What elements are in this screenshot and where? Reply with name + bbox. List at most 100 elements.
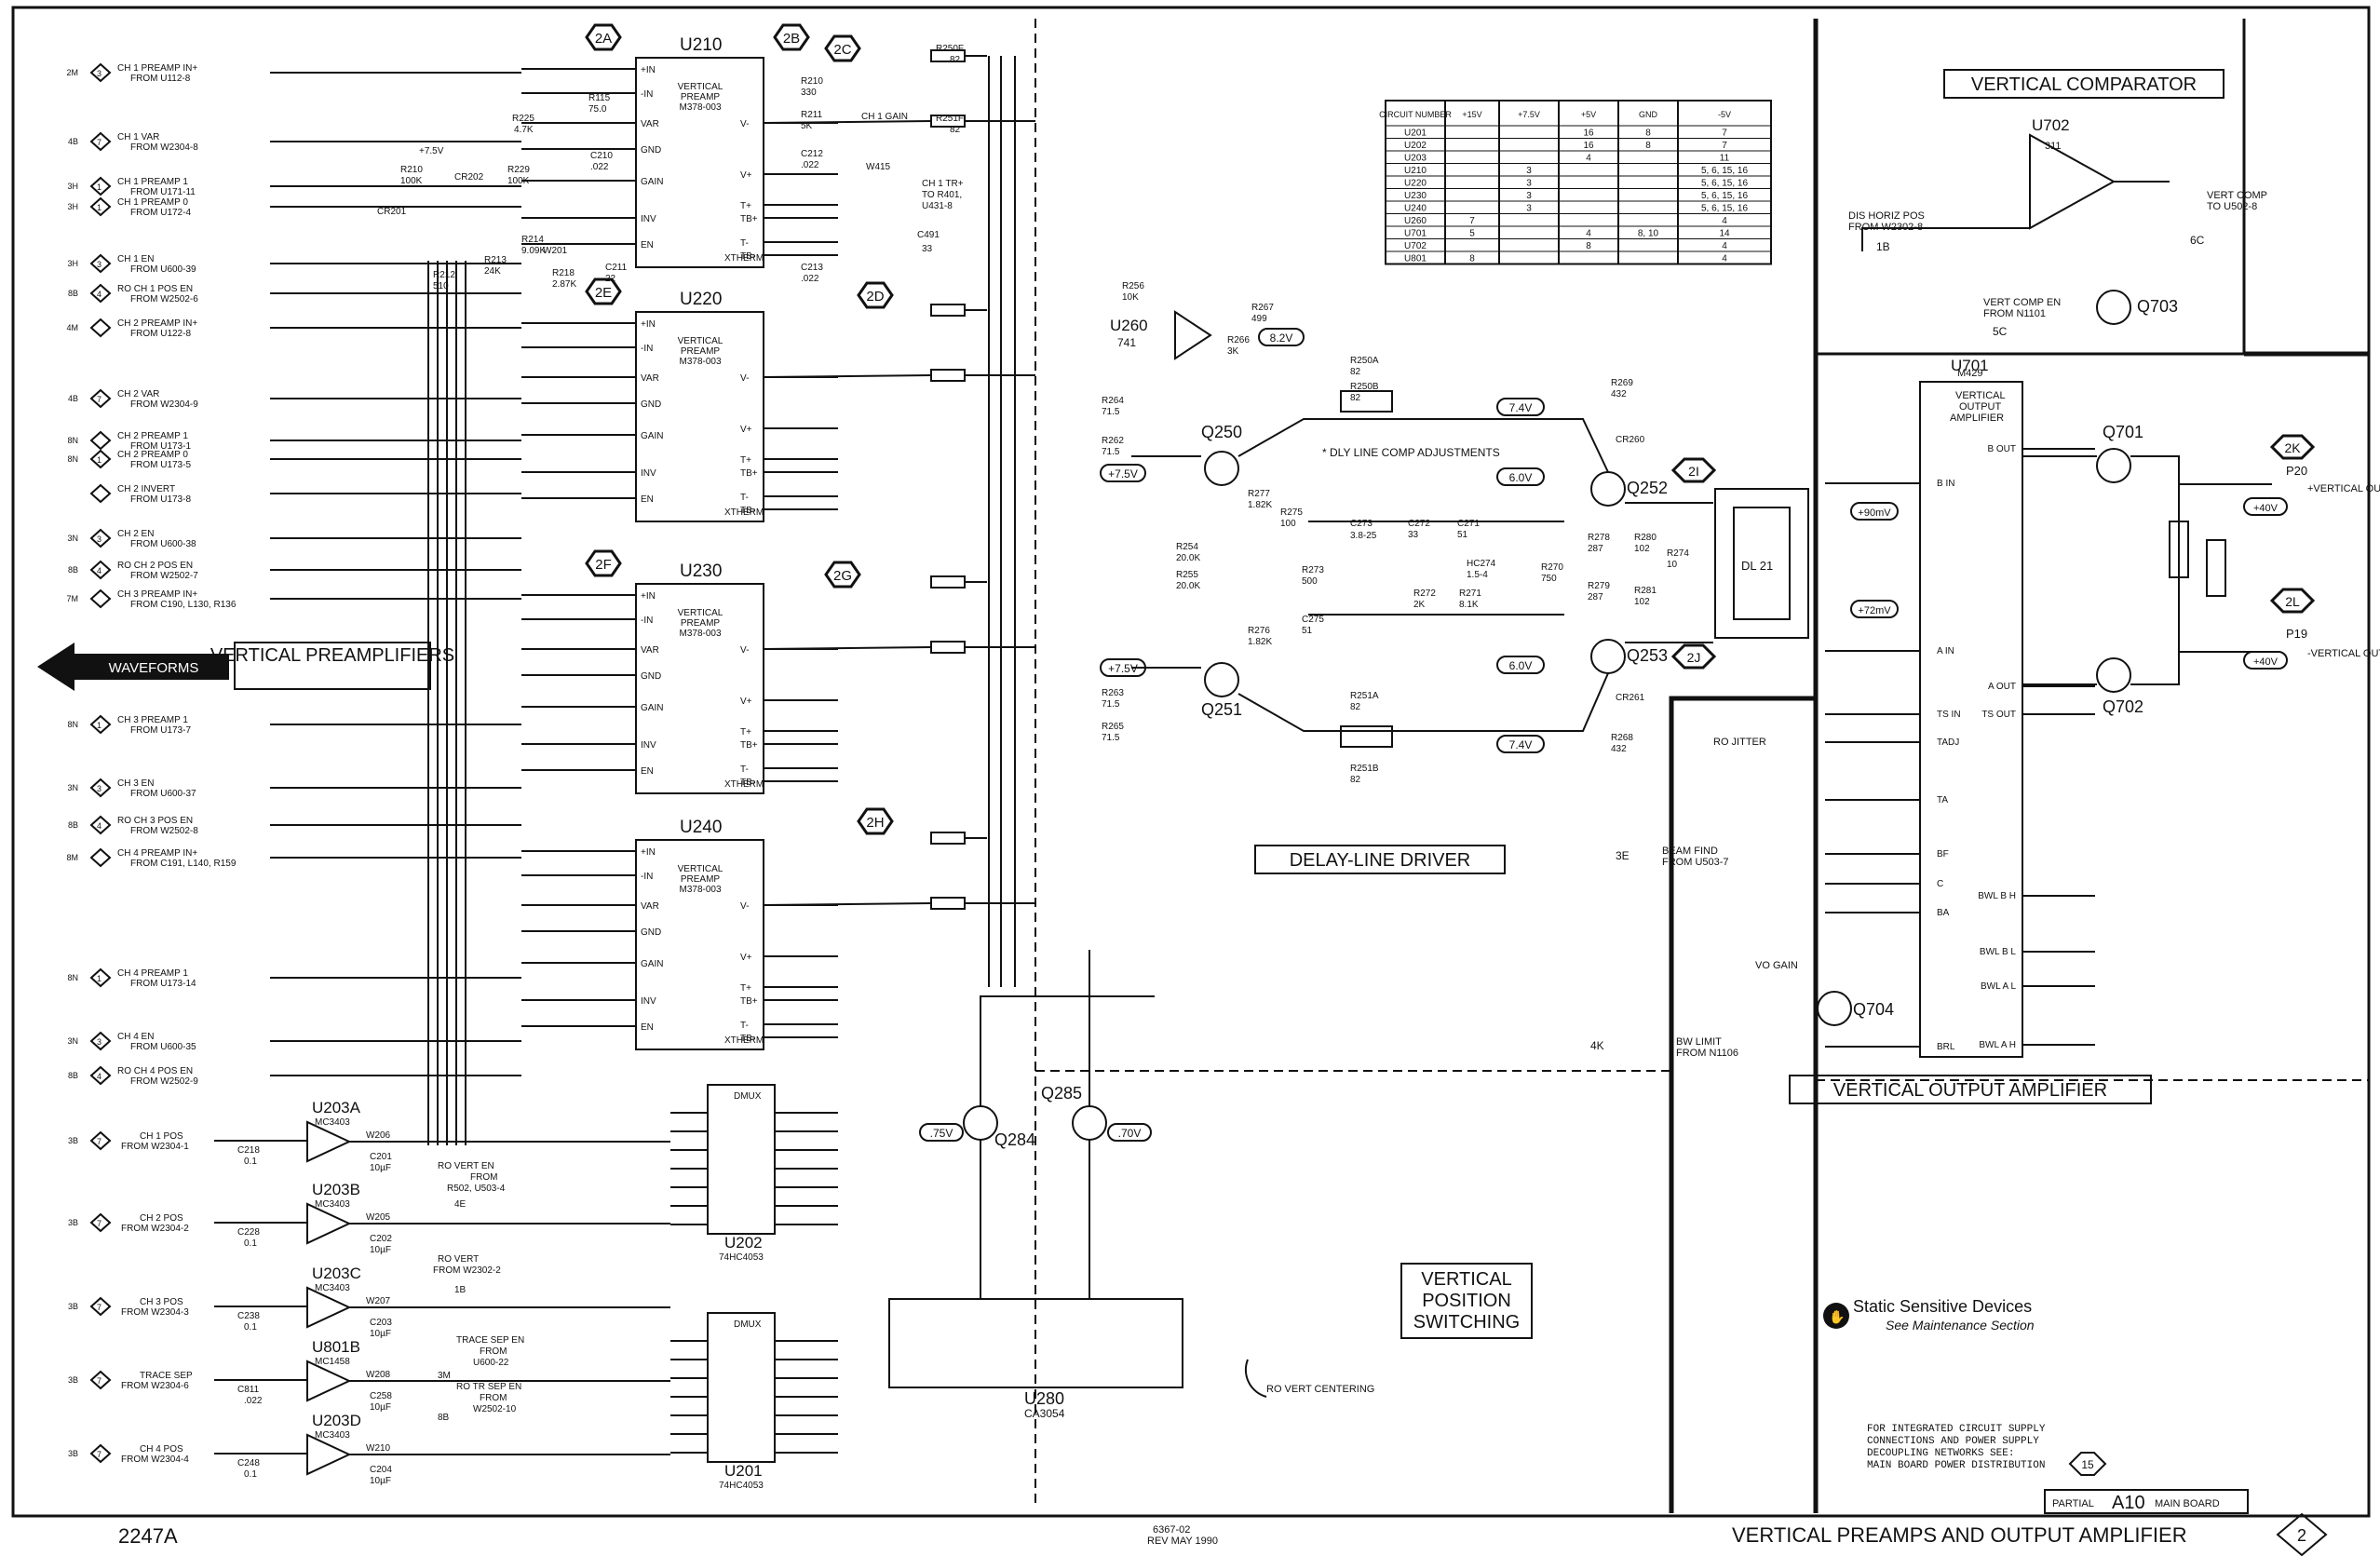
component-value: 432 xyxy=(1611,389,1627,399)
component-value: R280 xyxy=(1634,533,1657,543)
u260-part: 741 xyxy=(1117,336,1136,349)
svg-text:15: 15 xyxy=(2081,1458,2094,1471)
q701-symbol xyxy=(2096,448,2131,483)
offpage-connector xyxy=(89,528,112,548)
svg-text:7: 7 xyxy=(97,1376,101,1386)
signal-source: FROM U173-14 xyxy=(130,979,196,989)
mux-control-text: 1B xyxy=(454,1285,467,1295)
q702-label: Q702 xyxy=(2103,697,2143,716)
component-value: R251B xyxy=(1350,764,1379,774)
bw-limit-label: BW LIMIT xyxy=(1676,1036,1722,1048)
preamp-pin-gain: GAIN xyxy=(641,177,663,187)
component-value: R211 xyxy=(801,110,823,120)
component-value: C273 xyxy=(1350,519,1373,529)
signal-name: RO CH 2 POS EN xyxy=(117,561,193,571)
table-cell: 7 xyxy=(1722,129,1727,139)
offpage-connector xyxy=(89,449,112,469)
svg-text:C811: C811 xyxy=(237,1385,260,1395)
component-value: .022 xyxy=(590,162,609,172)
svg-text:7: 7 xyxy=(97,1137,101,1146)
signal-name: CH 2 VAR xyxy=(117,389,159,399)
table-header: CIRCUIT NUMBER xyxy=(1379,110,1452,119)
callout-tag xyxy=(585,277,622,305)
component-value: 3K xyxy=(1227,346,1239,357)
svg-text:✋: ✋ xyxy=(1829,1309,1845,1324)
signal-name: CH 3 EN xyxy=(117,778,154,789)
signal-source: FROM U173-5 xyxy=(130,460,191,470)
u701-pin-label: BWL B H xyxy=(1978,891,2016,901)
model-number: 2247A xyxy=(118,1524,178,1548)
preamp-line2: PREAMP xyxy=(681,874,721,885)
svg-text:+90mV: +90mV xyxy=(1858,507,1891,519)
beam-find-zone: 3E xyxy=(1616,849,1629,862)
preamp-xtherm: XTHERM xyxy=(724,779,764,790)
table-header: +15V xyxy=(1462,110,1481,119)
offpage-connector xyxy=(89,196,112,217)
callout-tag xyxy=(824,34,861,62)
svg-text:DECOUPLING NETWORKS SEE:: DECOUPLING NETWORKS SEE: xyxy=(1867,1448,2014,1459)
connector-ref: 7 xyxy=(97,138,101,147)
callout-tag xyxy=(857,807,894,835)
preamp-ref: U230 xyxy=(680,562,722,581)
table-header: +7.5V xyxy=(1518,110,1540,119)
zone-ref: 3H xyxy=(67,182,78,191)
table-header: -5V xyxy=(1718,110,1731,119)
preamp-pin-out: TB- xyxy=(740,251,755,262)
offpage-connector xyxy=(89,388,112,409)
preamp-pin-gnd: GND xyxy=(641,927,661,938)
signal-name: CH 3 PREAMP IN+ xyxy=(117,589,197,600)
svg-text:C238: C238 xyxy=(237,1311,260,1321)
q285-label: Q285 xyxy=(1041,1084,1082,1103)
component-value: R262 xyxy=(1102,436,1124,446)
signal-source: FROM U600-39 xyxy=(130,264,196,275)
signal-name: CH 2 PREAMP 0 xyxy=(117,450,188,460)
zone-ref: 7M xyxy=(66,594,78,603)
opamp-ref: U203B xyxy=(312,1181,360,1198)
component-value: 510 xyxy=(433,281,449,291)
u702-comparator xyxy=(2029,133,2116,230)
component-value: 4.7K xyxy=(514,125,534,135)
component-value: 1.5-4 xyxy=(1467,570,1488,580)
preamp-pin-out: V+ xyxy=(740,170,752,181)
svg-text:OUTPUT: OUTPUT xyxy=(1959,401,2002,413)
preamp-line2: PREAMP xyxy=(681,92,721,102)
component-value: 100 xyxy=(1280,519,1296,529)
mux-part: 74HC4053 xyxy=(719,1252,764,1263)
zone-ref: 4B xyxy=(68,137,78,146)
preamp-pin-out: TB+ xyxy=(740,214,758,224)
u701-pin-label: BWL B L xyxy=(1980,947,2017,957)
signal-name: CH 2 EN xyxy=(117,529,154,539)
preamp-pin-out: T+ xyxy=(740,455,751,466)
preamp-pin-out: TB+ xyxy=(740,468,758,479)
preamp-pin-minusin: -IN xyxy=(641,616,653,626)
vert-comp-zone: 6C xyxy=(2190,234,2205,247)
signal-name: RO CH 1 POS EN xyxy=(117,284,193,294)
offpage-connector xyxy=(89,283,112,304)
u701-box xyxy=(1919,381,2023,1058)
component-value: CR261 xyxy=(1616,693,1645,703)
connector-ref: 4 xyxy=(97,821,101,831)
delay-line-driver-box xyxy=(1254,845,1506,874)
connector-ref: 1 xyxy=(97,183,101,192)
position-switching: Q284 Q285 U280 CA3054 VERTICAL POSITION … xyxy=(888,950,1533,1420)
q251-label: Q251 xyxy=(1201,700,1242,719)
u701-pin-label: C xyxy=(1937,879,1943,889)
signal-source: FROM U173-8 xyxy=(130,494,191,505)
preamp-pin-out: TB- xyxy=(740,778,755,788)
u701-pin-label: B IN xyxy=(1937,479,1954,489)
beam-find-label: BEAM FIND xyxy=(1662,846,1718,857)
component-value: 102 xyxy=(1634,597,1650,607)
table-cell: 5, 6, 15, 16 xyxy=(1701,166,1748,176)
component-value: 1.82K xyxy=(1248,637,1272,647)
vert-output-amp-box xyxy=(1789,1075,2152,1104)
preamp-pin-out: V+ xyxy=(740,953,752,963)
opamp-symbol xyxy=(306,1433,352,1476)
output-resistor xyxy=(930,832,966,845)
svg-text:0.1: 0.1 xyxy=(244,1157,257,1167)
component-value: R281 xyxy=(1634,586,1657,596)
waveforms-arrow[interactable]: WAVEFORMS xyxy=(37,643,229,691)
